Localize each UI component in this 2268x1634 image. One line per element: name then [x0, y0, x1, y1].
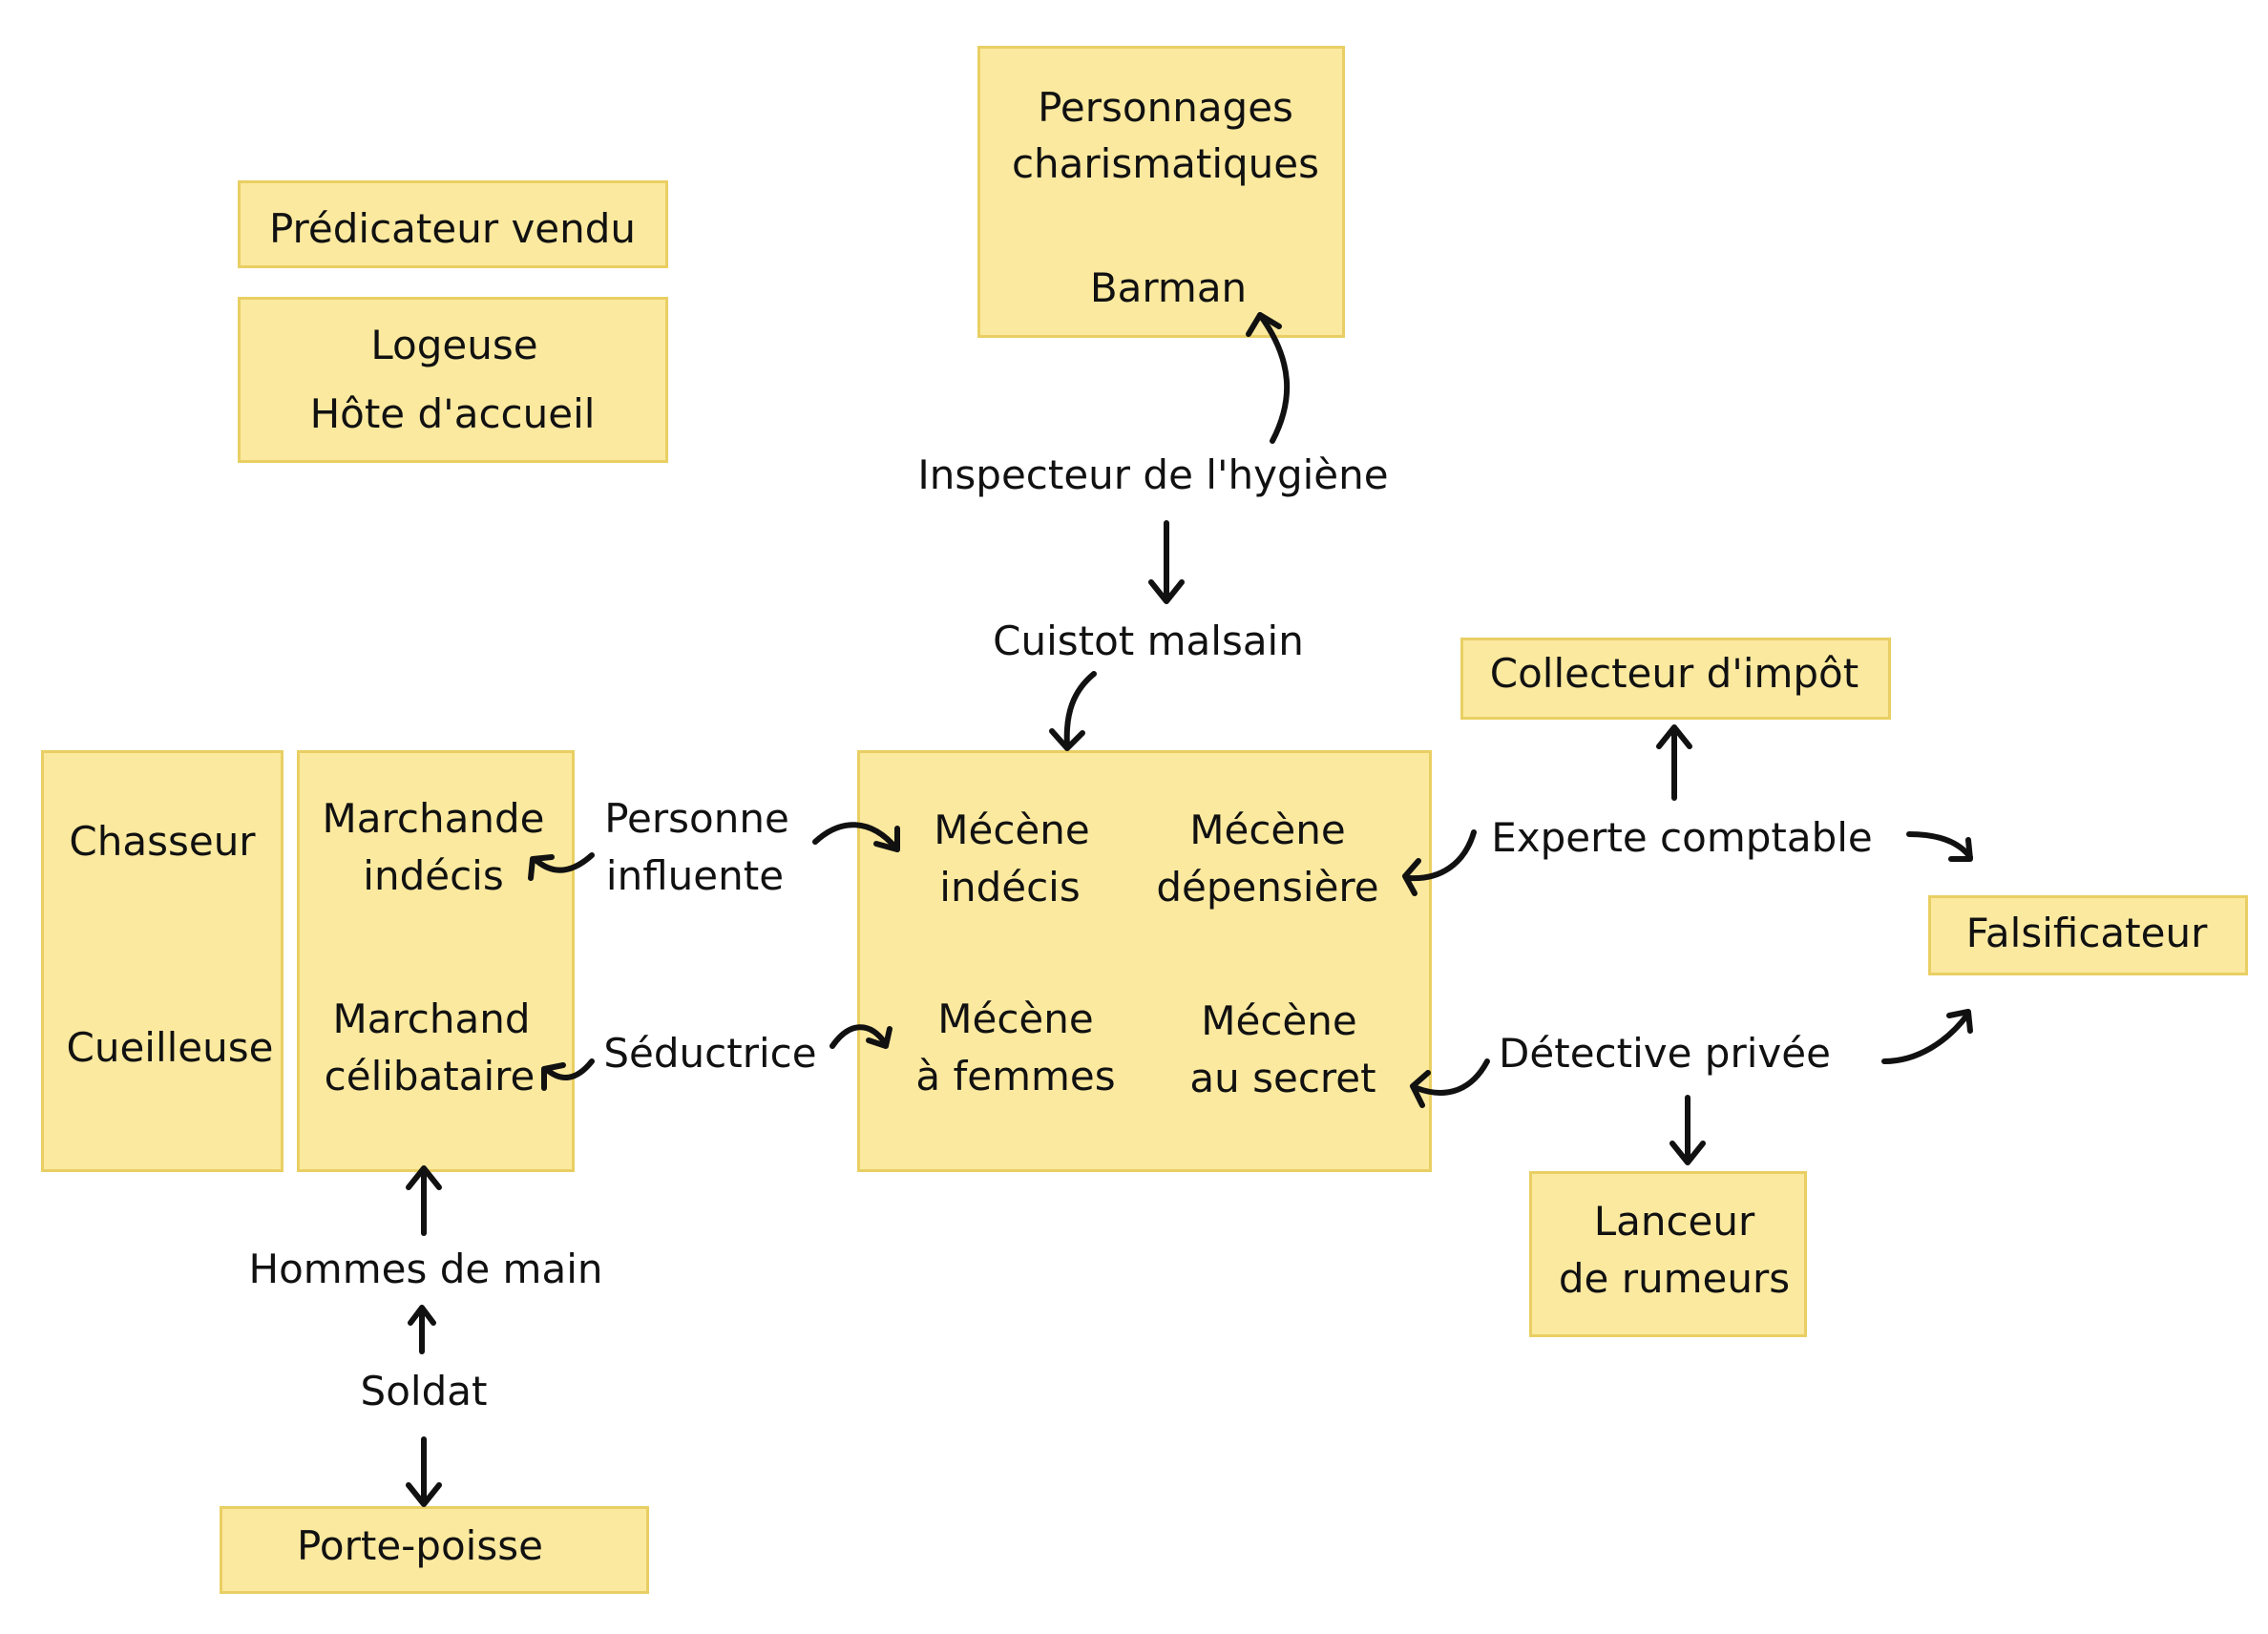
label-marchande-2: indécis [363, 852, 504, 899]
label-chasseur: Chasseur [69, 818, 256, 865]
arrow-seductrice-to-marchand [541, 1058, 595, 1091]
arrow-detective-to-falsificateur [1881, 1009, 1973, 1064]
label-seductrice: Séductrice [603, 1030, 817, 1077]
label-cueilleuse: Cueilleuse [66, 1024, 274, 1071]
label-personne-2: influente [605, 852, 785, 899]
box-logeuse-hote [238, 297, 668, 463]
arrow-cuistot-to-mecenes [1049, 671, 1097, 751]
box-marchands [297, 750, 575, 1172]
label-mecene-secret-1: Mécène [1201, 997, 1357, 1044]
label-marchand-1: Marchand [332, 995, 531, 1042]
arrow-personne-to-marchande [528, 852, 595, 881]
label-mecene-femmes-1: Mécène [937, 995, 1094, 1042]
arrow-soldat-to-hommes [408, 1305, 436, 1354]
label-inspecteur: Inspecteur de l'hygiène [917, 451, 1389, 498]
label-marchande-1: Marchande [322, 795, 545, 842]
box-personnages [977, 46, 1345, 338]
label-soldat: Soldat [360, 1368, 488, 1414]
arrow-personne-to-mecene [812, 822, 900, 852]
label-hote: Hôte d'accueil [309, 390, 596, 437]
arrow-inspecteur-to-barman [1246, 312, 1291, 444]
arrow-soldat-to-porte-poisse [406, 1436, 442, 1507]
label-falsificateur: Falsificateur [1965, 910, 2208, 956]
box-mecenes [857, 750, 1432, 1172]
label-barman: Barman [1089, 264, 1248, 311]
label-mecene-secret-2: au secret [1189, 1055, 1376, 1101]
arrow-detective-to-mecene [1410, 1058, 1490, 1108]
label-personnages-1: Personnages [1038, 84, 1293, 131]
label-personne-1: Personne [604, 795, 789, 842]
arrow-inspecteur-to-cuistot [1148, 520, 1185, 604]
label-mecene-depensiere-1: Mécène [1189, 807, 1346, 853]
label-detective: Détective privée [1499, 1030, 1831, 1077]
box-porte-poisse [220, 1506, 649, 1594]
box-predicateur [238, 180, 668, 268]
box-chasseur-cueilleuse [41, 750, 284, 1172]
label-mecene-femmes-2: à femmes [915, 1053, 1116, 1100]
label-cuistot: Cuistot malsain [993, 618, 1304, 664]
arrow-experte-to-falsificateur [1906, 831, 1973, 862]
label-lanceur-2: de rumeurs [1558, 1255, 1791, 1302]
label-experte: Experte comptable [1491, 814, 1873, 861]
arrow-seductrice-to-mecene [830, 1024, 892, 1049]
label-marchand-2: célibataire [324, 1053, 536, 1100]
label-lanceur-1: Lanceur [1593, 1198, 1755, 1245]
arrow-experte-to-mecene [1402, 829, 1477, 896]
label-predicateur: Prédicateur vendu [268, 205, 637, 252]
arrow-detective-to-lanceur [1670, 1095, 1706, 1165]
label-porte-poisse: Porte-poisse [297, 1522, 543, 1569]
box-collecteur [1460, 638, 1891, 720]
arrow-hommes-to-marchands [406, 1165, 442, 1236]
label-mecene-indecis-1: Mécène [934, 807, 1090, 853]
label-mecene-indecis-2: indécis [939, 864, 1081, 911]
label-collecteur: Collecteur d'impôt [1489, 650, 1859, 697]
label-hommes: Hommes de main [248, 1246, 603, 1292]
box-lanceur [1529, 1171, 1807, 1337]
arrow-experte-to-collecteur [1656, 724, 1692, 801]
label-mecene-depensiere-2: dépensière [1156, 864, 1379, 911]
box-falsificateur [1928, 895, 2248, 975]
label-personnages-2: charismatiques [1011, 140, 1320, 187]
label-logeuse: Logeuse [370, 322, 538, 368]
